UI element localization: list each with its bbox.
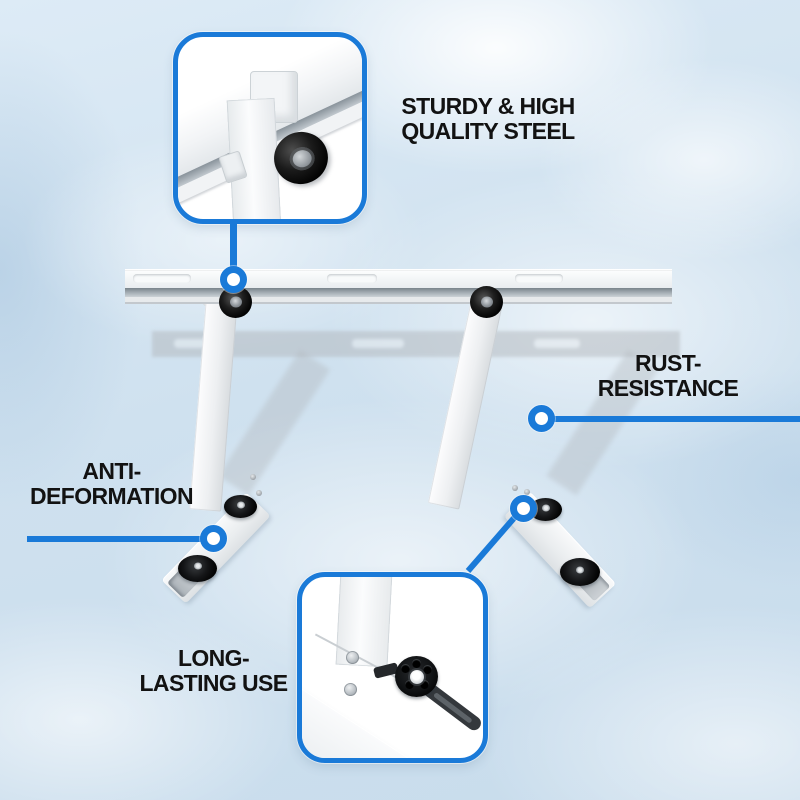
screw — [524, 489, 530, 495]
screw — [250, 474, 256, 480]
rail-slot — [133, 274, 191, 283]
screw — [256, 490, 262, 496]
left-foot-knob — [178, 555, 217, 582]
rust-callout-ring — [528, 405, 555, 432]
shadow-slot — [534, 339, 580, 348]
callout-anti-line2: DEFORMATION — [30, 483, 194, 510]
rust-callout-line — [551, 416, 800, 422]
callout-rust-line2: RESISTANCE — [597, 375, 739, 402]
callout-rust: RUST- RESISTANCE — [568, 350, 768, 402]
callout-sturdy: STURDY & HIGH QUALITY STEEL — [378, 93, 598, 145]
top-detail-inset — [173, 32, 367, 224]
inset-screw — [344, 683, 357, 696]
callout-sturdy-line1: STURDY & HIGH — [401, 93, 575, 119]
right-foot-knob — [560, 558, 600, 586]
top-inset-connector-line — [230, 221, 237, 269]
inset-screw — [346, 651, 359, 664]
inset-foot-closeup — [302, 682, 483, 758]
crossbar-rail — [125, 269, 672, 304]
callout-sturdy-line2: QUALITY STEEL — [401, 118, 575, 145]
right-rail-grommet — [470, 286, 503, 318]
shadow-slot — [352, 339, 404, 348]
rail-slot — [327, 274, 377, 283]
callout-long-line1: LONG- — [177, 645, 250, 671]
callout-long-line2: LASTING USE — [139, 670, 288, 697]
left-bend-knob — [224, 495, 257, 518]
rail-slot — [515, 274, 563, 283]
callout-long: LONG- LASTING USE — [116, 645, 311, 697]
callout-rust-line1: RUST- — [634, 350, 702, 376]
bottom-detail-inset — [297, 572, 488, 763]
callout-anti-line1: ANTI- — [82, 458, 141, 484]
callout-anti: ANTI- DEFORMATION — [13, 458, 210, 510]
long-callout-ring — [510, 495, 537, 522]
right-bend-knob — [529, 498, 562, 521]
shadow-slot — [174, 339, 226, 348]
screw — [512, 485, 518, 491]
anti-callout-line — [27, 536, 205, 542]
inset-adjustment-knob — [395, 656, 438, 697]
rail-bottom-lip — [125, 297, 672, 304]
bracket-shadow — [152, 331, 680, 357]
inset-leg-closeup — [335, 577, 393, 668]
rail-channel-groove — [125, 288, 672, 297]
anti-callout-ring — [200, 525, 227, 552]
sturdy-callout-ring — [220, 266, 247, 293]
rail-top-face — [125, 269, 672, 288]
